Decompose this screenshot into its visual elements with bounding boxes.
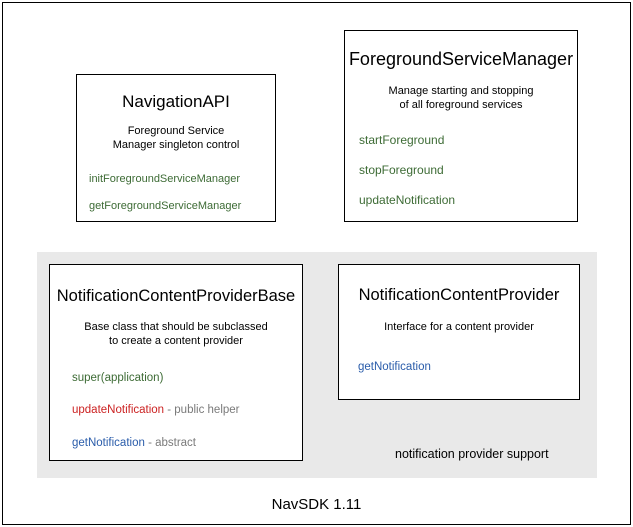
member-item[interactable]: stopForeground <box>359 164 577 176</box>
member-name: super(application) <box>72 371 164 384</box>
member-list-foreground-service-manager: startForeground stopForeground updateNot… <box>345 134 577 206</box>
member-note: - public helper <box>164 404 240 417</box>
footer-version-label: NavSDK 1.11 <box>271 496 362 513</box>
class-description-foreground-service-manager: Manage starting and stopping of all fore… <box>388 84 534 111</box>
class-description-notification-content-provider-base: Base class that should be subclassed to … <box>84 320 268 348</box>
member-note: - abstract <box>144 436 197 449</box>
member-name: updateNotification <box>359 193 456 208</box>
member-item[interactable]: getForegroundServiceManager <box>89 201 275 212</box>
member-list-notification-content-provider-base: super(application) updateNotification - … <box>50 371 302 450</box>
member-name: initForegroundServiceManager <box>89 173 241 186</box>
class-title-notification-content-provider-base: NotificationContentProviderBase <box>56 287 296 305</box>
class-box-navigation-api[interactable]: NavigationAPI Foreground Service Manager… <box>76 74 276 222</box>
class-box-foreground-service-manager[interactable]: ForegroundServiceManager Manage starting… <box>344 30 578 222</box>
class-title-foreground-service-manager: ForegroundServiceManager <box>348 49 574 69</box>
member-name: startForeground <box>359 133 445 148</box>
member-name: stopForeground <box>359 163 444 178</box>
member-list-notification-content-provider: getNotification <box>339 362 579 374</box>
class-box-notification-content-provider-base[interactable]: NotificationContentProviderBase Base cla… <box>49 264 303 461</box>
member-item[interactable]: updateNotification - public helper <box>72 404 302 417</box>
member-name: updateNotification <box>72 404 165 417</box>
class-box-notification-content-provider[interactable]: NotificationContentProvider Interface fo… <box>338 264 580 400</box>
member-item[interactable]: updateNotification <box>359 194 577 206</box>
class-description-notification-content-provider: Interface for a content provider <box>384 320 534 333</box>
class-title-notification-content-provider: NotificationContentProvider <box>358 286 560 304</box>
member-list-navigation-api: initForegroundServiceManager getForegrou… <box>77 174 275 212</box>
member-item[interactable]: getNotification - abstract <box>72 436 302 450</box>
member-name: getNotification <box>358 361 431 374</box>
member-item[interactable]: startForeground <box>359 134 577 146</box>
member-item[interactable]: super(application) <box>72 371 302 385</box>
group-panel-caption: notification provider support <box>395 447 549 461</box>
member-item[interactable]: getNotification <box>358 362 579 374</box>
member-item[interactable]: initForegroundServiceManager <box>89 174 275 185</box>
member-name: getForegroundServiceManager <box>89 200 242 213</box>
member-name: getNotification <box>72 436 145 449</box>
class-title-navigation-api: NavigationAPI <box>122 92 230 111</box>
class-description-navigation-api: Foreground Service Manager singleton con… <box>112 124 240 151</box>
